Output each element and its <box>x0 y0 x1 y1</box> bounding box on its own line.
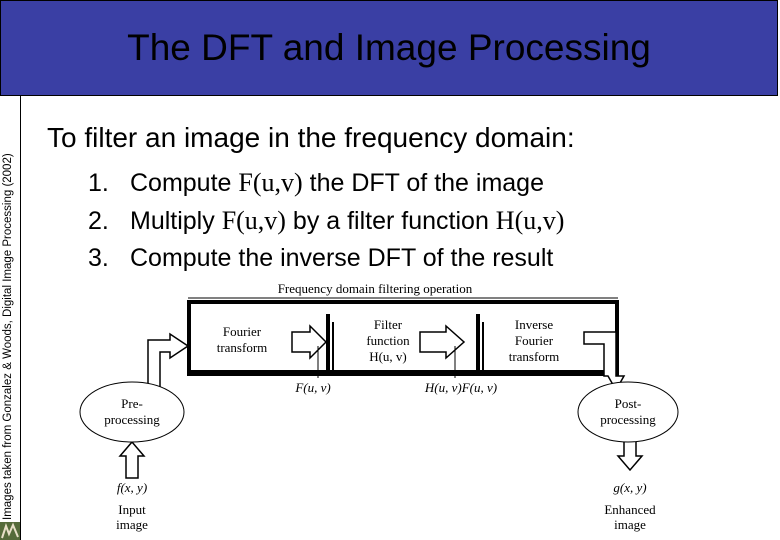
inverse-label-1: Inverse <box>515 317 553 332</box>
inverse-label-2: Fourier <box>515 333 554 348</box>
filter-label-3: H(u, v) <box>369 349 407 364</box>
input-signal: f(x, y) <box>117 480 147 495</box>
inverse-label-3: transform <box>509 349 560 364</box>
pre-label-2: processing <box>104 412 160 427</box>
signal-f-uv: F(u, v) <box>294 380 330 395</box>
steps-list: 1.Compute F(u,v) the DFT of the image 2.… <box>88 164 564 277</box>
step-math: H(u,v) <box>496 206 565 235</box>
step-2: 2.Multiply F(u,v) by a filter function H… <box>88 202 564 240</box>
pre-label-1: Pre- <box>121 396 143 411</box>
filter-label-2: function <box>366 333 410 348</box>
title-bar: The DFT and Image Processing <box>0 0 778 96</box>
filter-label-1: Filter <box>374 317 403 332</box>
step-text: by a filter function <box>286 207 496 235</box>
step-number: 3. <box>88 240 130 277</box>
figure-caption: Frequency domain filtering operation <box>278 281 473 296</box>
input-label-1: Input <box>118 502 146 517</box>
step-math: F(u,v) <box>238 168 302 197</box>
signal-hf-uv: H(u, v)F(u, v) <box>424 380 497 395</box>
step-text: Multiply <box>130 207 222 235</box>
enhanced-label-2: image <box>614 517 646 532</box>
filtering-diagram: Frequency domain filtering operation Fou… <box>70 278 690 540</box>
enhanced-label-1: Enhanced <box>604 502 656 517</box>
input-label-2: image <box>116 517 148 532</box>
step-1: 1.Compute F(u,v) the DFT of the image <box>88 164 564 202</box>
post-label-1: Post- <box>615 396 642 411</box>
fourier-label-1: Fourier <box>223 324 262 339</box>
corner-thumbnail <box>0 522 20 540</box>
step-3: 3.Compute the inverse DFT of the result <box>88 240 564 277</box>
output-signal: g(x, y) <box>613 480 646 495</box>
step-number: 2. <box>88 203 130 240</box>
step-number: 1. <box>88 165 130 202</box>
step-text: the DFT of the image <box>303 169 544 197</box>
fourier-label-2: transform <box>217 340 268 355</box>
image-credit: Images taken from Gonzalez & Woods, Digi… <box>2 100 18 520</box>
slide-heading: To filter an image in the frequency doma… <box>47 122 575 154</box>
step-text: Compute <box>130 169 238 197</box>
step-math: F(u,v) <box>222 206 286 235</box>
slide-title: The DFT and Image Processing <box>1 27 777 69</box>
step-text: Compute the inverse DFT of the result <box>130 244 553 272</box>
post-label-2: processing <box>600 412 656 427</box>
